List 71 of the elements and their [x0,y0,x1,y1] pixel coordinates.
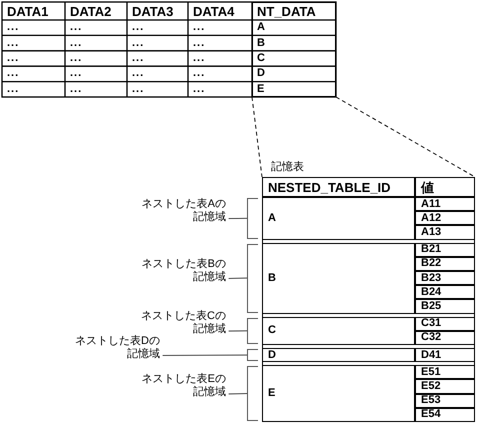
value-cell: B21 [415,242,475,257]
table-cell-text: ... [69,20,84,36]
table-cell-text: ... [192,82,206,97]
value-cell: E52 [415,379,475,394]
expansion-line [336,96,476,178]
id-cell: C [262,316,415,345]
value-cell: B25 [415,299,475,314]
value-cell: E54 [415,408,475,422]
value-cell: B23 [415,271,475,286]
leader-line [162,354,248,356]
table-cell-text: ... [192,36,206,51]
value-cell: B24 [415,285,475,300]
table-cell-text: ... [131,82,146,97]
leader-line [228,218,248,220]
value-cell: D41 [415,348,475,362]
table-cell-text: C [256,50,267,66]
callout-text: ネストした表Aの記憶域 [138,198,226,224]
table-cell-text: ... [6,36,20,51]
table-cell-text: ... [192,50,206,66]
column-header: DATA4 [192,2,236,20]
column-outline [252,2,336,97]
column-header: DATA3 [131,2,174,20]
column-header: DATA2 [69,2,112,20]
column-header: NT_DATA [256,2,317,20]
value-cell: E53 [415,394,475,408]
table-cell-text: ... [69,82,84,97]
table-cell-text: A [256,20,267,36]
callout-text: ネストした表Dの記憶域 [72,334,160,361]
table-cell-text: ... [6,20,20,36]
value-cell: A11 [415,197,475,212]
bracket [247,244,258,313]
value-cell: C31 [415,316,475,331]
table-title: 記憶表 [271,160,304,174]
table-cell-text: ... [131,20,146,36]
table-cell-text: ... [131,50,146,66]
table-cell-text: ... [192,66,206,82]
table-cell-text: ... [69,50,84,66]
table-cell-text: ... [69,36,84,51]
value-cell: A13 [415,225,475,240]
id-cell: A [262,197,415,240]
column-header: 値 [415,177,475,197]
bracket [247,198,258,239]
bracket [247,366,258,421]
callout-text: ネストした表Eの記憶域 [138,373,226,400]
value-cell: A12 [415,211,475,226]
id-cell: E [262,365,415,422]
table-cell-text: ... [6,66,20,82]
expansion-line [252,96,262,178]
leader-line [228,278,248,279]
bracket [247,318,258,344]
callout-text: ネストした表Bの記憶域 [138,258,226,284]
table-cell-text: E [256,82,266,97]
value-cell: C32 [415,330,475,345]
column-header: DATA1 [6,2,50,20]
callout-text: ネストした表Cの記憶域 [138,310,226,336]
table-cell-text: ... [131,66,146,82]
value-cell: B22 [415,256,475,271]
leader-line [228,330,248,332]
id-cell: B [262,242,415,314]
table-cell-text: ... [6,50,20,66]
value-cell: E51 [415,365,475,380]
table-cell-text: D [256,66,267,82]
bracket [247,349,258,362]
leader-line [228,393,248,394]
table-cell-text: ... [69,66,84,82]
table-cell-text: ... [192,20,206,36]
id-cell: D [262,348,415,362]
column-header: NESTED_TABLE_ID [262,177,415,197]
table-cell-text: ... [6,82,20,97]
table-cell-text: ... [131,36,146,51]
table-cell-text: B [256,36,267,51]
